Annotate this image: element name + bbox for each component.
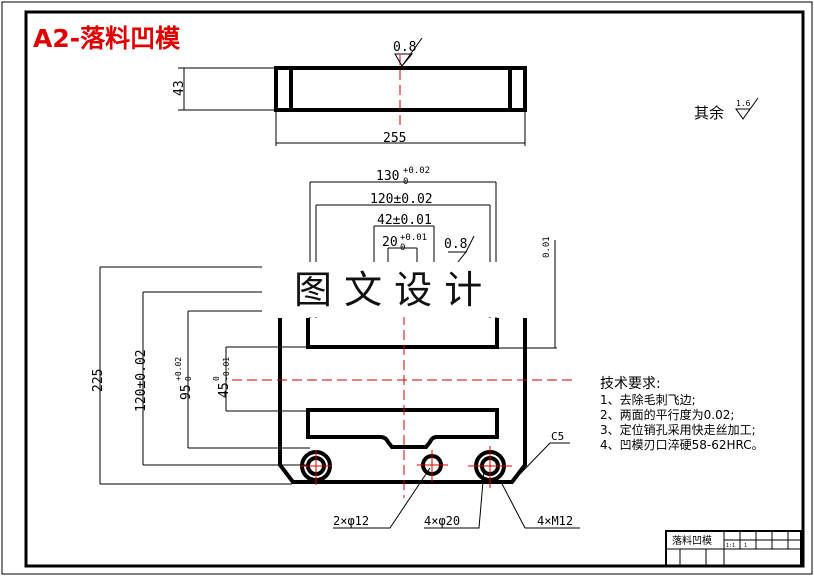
svg-text:C5: C5 [551,430,564,443]
svg-text:0: 0 [403,177,408,187]
svg-text:1: 1 [744,543,747,549]
svg-text:1、去除毛刺飞边;: 1、去除毛刺飞边; [600,392,696,407]
svg-text:3、定位销孔采用快走丝加工;: 3、定位销孔采用快走丝加工; [600,422,756,437]
svg-text:1:1: 1:1 [726,543,735,549]
title-block: 落料凹模 1:1 1 [665,530,802,567]
front-view: 130 +0.02 0 120±0.02 42±0.01 20 +0.01 0 … [91,166,580,529]
svg-text:+0.02: +0.02 [403,166,430,176]
svg-text:130: 130 [376,169,399,184]
dim-43: 43 [172,80,187,96]
roughness-top: 0.8 [393,40,416,55]
other-roughness: 其余 1.6 [694,97,759,122]
svg-text:+0.01: +0.01 [400,233,427,243]
svg-text:-0.01: -0.01 [222,357,231,381]
svg-text:20: 20 [382,235,398,250]
dim-42: 42±0.01 [377,213,432,228]
svg-text:+0.02: +0.02 [174,357,183,381]
svg-text:120±0.02: 120±0.02 [134,349,149,412]
roughness-front: 0.8 [444,237,467,252]
svg-text:2×φ12: 2×φ12 [333,514,369,528]
svg-text:图 文 设 计: 图 文 设 计 [294,268,482,312]
drawing-title: A2-落料凹模 [33,24,181,53]
inner-frame [24,10,805,568]
svg-text:0: 0 [184,376,193,381]
tech-requirements: 技术要求: 1、去除毛刺飞边; 2、两面的平行度为0.02; 3、定位销孔采用快… [600,376,764,452]
svg-text:落料凹模: 落料凹模 [672,534,712,547]
top-view: 43 255 0.8 [172,37,527,146]
svg-text:4×φ20: 4×φ20 [424,514,460,528]
svg-text:4、凹模刃口淬硬58-62HRC。: 4、凹模刃口淬硬58-62HRC。 [600,437,764,452]
dim-120: 120±0.02 [370,192,433,207]
svg-text:4×M12: 4×M12 [537,514,573,528]
svg-text:95: 95 [179,384,194,400]
svg-text:0: 0 [400,243,405,253]
svg-text:2、两面的平行度为0.02;: 2、两面的平行度为0.02; [600,407,734,422]
dim-255: 255 [383,131,406,146]
watermark: 图 文 设 计 [262,262,552,317]
svg-text:225: 225 [91,369,106,392]
svg-text:技术要求:: 技术要求: [600,376,661,392]
svg-text:其余: 其余 [694,104,724,122]
svg-text:1.6: 1.6 [736,99,751,108]
svg-text:45: 45 [217,382,232,398]
parallel-tolerance: 0.01 [542,236,552,258]
svg-text:0: 0 [212,376,221,381]
